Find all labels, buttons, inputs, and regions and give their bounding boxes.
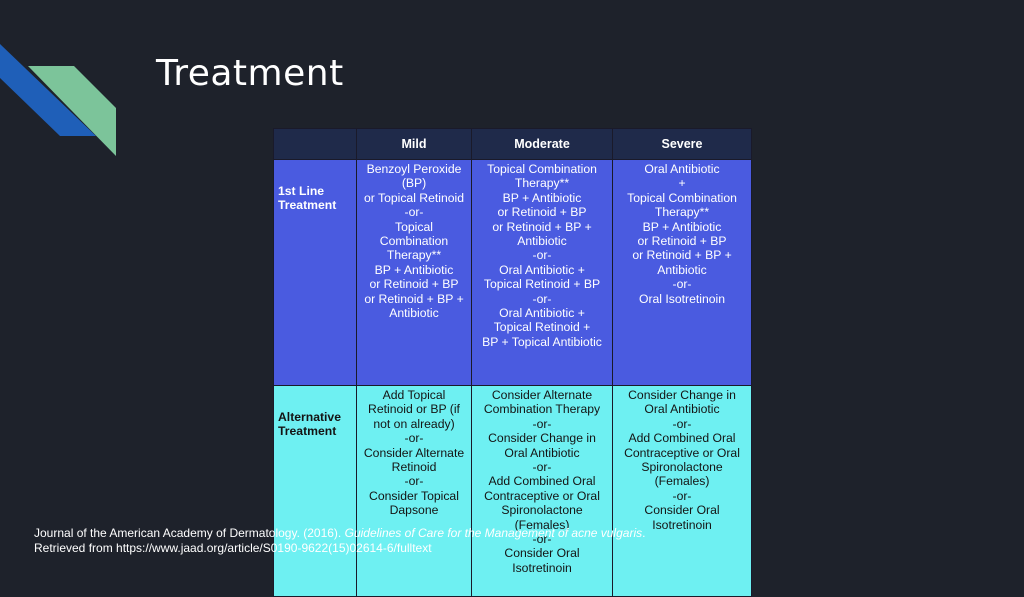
cell-line: Antibiotic <box>517 234 567 249</box>
cell-line: Add Combined Oral <box>628 431 736 446</box>
cell-line: Oral Antibiotic + <box>499 262 585 277</box>
cell-line: -or- <box>404 205 424 220</box>
cell-line: Spironolactone <box>501 503 583 518</box>
cell-line: Dapsone <box>389 503 439 518</box>
cell-line: -or- <box>532 248 552 263</box>
cell-line: or Retinoid + BP <box>369 277 459 292</box>
cell-line: Consider Topical <box>369 488 459 503</box>
cell-line: Topical Retinoid + BP <box>483 277 601 292</box>
cell-line: Topical <box>395 219 433 234</box>
citation-text: Journal of the American Academy of Derma… <box>34 526 345 540</box>
cell-line: BP + Antibiotic <box>502 190 582 205</box>
cell-line: not on already) <box>373 416 455 431</box>
cell-line: Therapy** <box>514 176 570 191</box>
cell-line: Therapy** <box>654 205 710 220</box>
cell-line: Combination Therapy <box>483 402 601 417</box>
cell-line: -or- <box>672 416 692 431</box>
table-header-row: Mild Moderate Severe <box>273 128 752 160</box>
header-cell-mild: Mild <box>356 128 472 160</box>
cell-line: Consider Change in <box>628 388 736 402</box>
cell-line: -or- <box>532 460 552 475</box>
cell-line: (BP) <box>401 176 427 191</box>
decor-green-stripe <box>28 66 116 156</box>
cell-line: Oral Antibiotic + <box>499 306 585 321</box>
cell-mild: Benzoyl Peroxide(BP)or Topical Retinoid-… <box>356 159 472 386</box>
cell-line: Consider Oral <box>644 503 720 518</box>
cell-line: or Retinoid + BP <box>497 205 587 220</box>
cell-line: (Females) <box>514 517 570 532</box>
cell-line: -or- <box>532 416 552 431</box>
cell-line: -or- <box>404 431 424 446</box>
cell-line: Antibiotic <box>389 306 439 321</box>
decorative-corner-shapes <box>0 44 116 156</box>
cell-line: (Females) <box>654 474 710 489</box>
citation-title: Guidelines of Care for the Management of… <box>344 526 643 540</box>
cell-line: Antibiotic <box>657 262 707 277</box>
cell-line: Oral Isotretinoin <box>638 291 726 306</box>
cell-line: Topical Retinoid + <box>493 320 591 335</box>
cell-line: -or- <box>672 488 692 503</box>
cell-line: -or- <box>532 532 552 547</box>
row-label-line: Alternative <box>278 410 341 424</box>
cell-line: Retinoid or BP (if <box>368 402 460 417</box>
cell-line: Combination <box>379 234 449 249</box>
cell-line: or Topical Retinoid <box>363 190 465 205</box>
cell-line: Consider Alternate <box>491 388 593 402</box>
cell-line: + <box>678 176 686 191</box>
cell-line: Oral Antibiotic <box>504 445 580 460</box>
header-cell-empty <box>273 128 357 160</box>
cell-line: Isotretinoin <box>512 560 572 575</box>
cell-line: Contraceptive or Oral <box>484 488 600 503</box>
cell-line: -or- <box>404 474 424 489</box>
row-label-line: Treatment <box>278 198 337 213</box>
cell-line: Isotretinoin <box>652 517 712 532</box>
cell-line: BP + Topical Antibiotic <box>482 334 602 349</box>
row-label-line: 1st Line <box>278 184 325 198</box>
cell-line: Add Combined Oral <box>488 474 596 489</box>
cell-line: Consider Alternate <box>363 445 465 460</box>
row-label-line: Treatment <box>278 424 337 439</box>
cell-line: Benzoyl Peroxide <box>366 162 462 176</box>
citation-source: . Retrieved from https://www.jaad.org/ar… <box>34 526 646 555</box>
slide-title: Treatment <box>156 53 344 94</box>
cell-line: Therapy** <box>386 248 442 263</box>
cell-line: -or- <box>532 291 552 306</box>
cell-line: Topical Combination <box>627 190 737 205</box>
cell-line: Oral Antibiotic <box>644 402 720 417</box>
cell-line: Consider Oral <box>504 546 580 561</box>
cell-line: BP + Antibiotic <box>374 262 454 277</box>
cell-line: Spironolactone <box>641 460 723 475</box>
cell-line: Add Topical <box>382 388 446 402</box>
header-cell-moderate: Moderate <box>471 128 613 160</box>
cell-line: BP + Antibiotic <box>642 219 722 234</box>
cell-line: Topical Combination <box>487 162 597 176</box>
cell-line: -or- <box>672 277 692 292</box>
citation: Journal of the American Academy of Derma… <box>34 526 674 556</box>
cell-line: Consider Change in <box>488 431 596 446</box>
cell-line: or Retinoid + BP + <box>364 291 464 306</box>
cell-line: or Retinoid + BP + <box>492 219 592 234</box>
cell-line: or Retinoid + BP <box>637 234 727 249</box>
decor-blue-stripe <box>0 44 96 136</box>
cell-line: or Retinoid + BP + <box>632 248 732 263</box>
header-cell-severe: Severe <box>612 128 752 160</box>
cell-line: Retinoid <box>391 460 437 475</box>
cell-line: Oral Antibiotic <box>644 162 720 176</box>
cell-line: Contraceptive or Oral <box>624 445 740 460</box>
